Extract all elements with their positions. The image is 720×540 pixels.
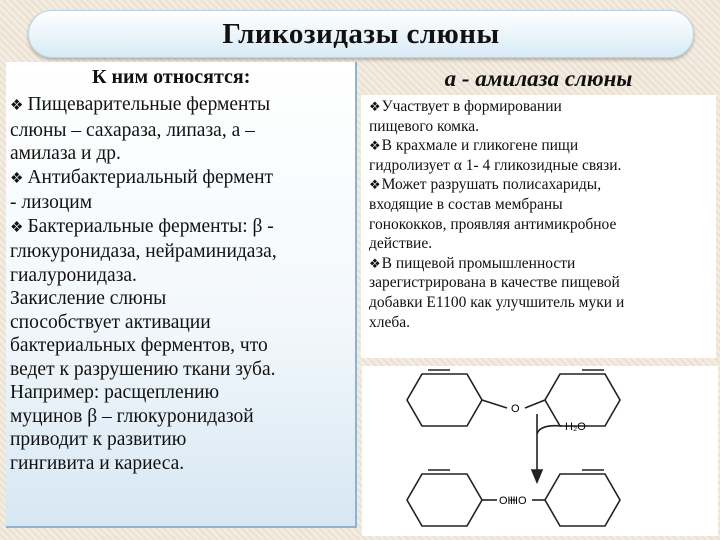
arrow-head — [530, 469, 544, 485]
hydrolysis-svg: O H₂O OH HO — [406, 369, 621, 527]
left-text-line-text: Например: расщеплению — [10, 382, 220, 403]
right-text-line-text: Может разрушать полисахариды, — [381, 176, 602, 194]
left-text-line-text: бактериальных ферментов, что — [10, 335, 268, 356]
right-text-line: ❖Может разрушать полисахариды, — [369, 175, 714, 195]
left-text-line: - лизоцим — [10, 191, 355, 215]
left-text-line-text: гингивита и кариеса. — [10, 452, 185, 474]
title-bar: Гликозидазы слюны — [28, 10, 694, 58]
left-text-line-text: Антибактериальный фермент — [27, 166, 274, 188]
left-text-line-text: Бактериальные ферменты: β - — [27, 215, 274, 237]
bottom-left-ring — [406, 473, 483, 527]
left-text-line: гиалуронидаза. — [10, 264, 355, 288]
right-text-line-text: гидролизует α 1- 4 гликозидные связи. — [369, 156, 622, 174]
left-text-line-text: Закисление слюны — [10, 288, 167, 309]
left-panel: К ним относятся: ❖Пищеварительные фермен… — [6, 62, 357, 528]
left-text-line-text: амилаза и др. — [10, 143, 121, 164]
bullet-icon: ❖ — [369, 138, 381, 154]
left-text-line-text: ведет к разрушению ткани зуба. — [10, 358, 276, 380]
left-text-line: Например: расщеплению — [10, 381, 355, 405]
bullet-icon: ❖ — [369, 99, 381, 114]
slide-title: Гликозидазы слюны — [222, 17, 500, 50]
left-text-line: способствует активации — [10, 311, 355, 335]
product-ho-label: HO — [510, 495, 527, 507]
bullet-icon: ❖ — [10, 98, 24, 114]
right-text-line-text: хлеба. — [369, 313, 411, 331]
right-text-line-text: гонококков, проявляя антимикробное — [369, 215, 617, 233]
right-text-line-text: действие. — [369, 235, 433, 253]
right-text-line-text: пищевого комка. — [369, 117, 480, 135]
left-text-line: ❖Пищеварительные ферменты — [10, 93, 355, 119]
glycosidic-bridge — [481, 399, 546, 409]
hydrolysis-diagram: O H₂O OH HO — [362, 366, 718, 536]
left-text-line-text: приводит к развитию — [10, 429, 187, 450]
right-text-line-text: В пищевой промышленности — [381, 254, 576, 272]
left-text-line: амилаза и др. — [10, 142, 355, 166]
right-text-line: ❖В пищевой промышленности — [369, 254, 714, 274]
right-panel — [361, 95, 716, 358]
bullet-icon: ❖ — [10, 219, 24, 236]
left-text-line-text: гиалуронидаза. — [10, 264, 137, 286]
left-text-line-text: муцинов β – глюкуронидазой — [10, 405, 254, 427]
right-text-line: ❖Участвует в формировании — [369, 97, 714, 117]
left-text-line-text: слюны – сахараза, липаза, а – — [10, 119, 255, 141]
bridge-oxygen-label: O — [511, 403, 520, 415]
left-text-line-text: - лизоцим — [10, 192, 93, 213]
right-text-line-text: добавки Е1100 как улучшитель муки и — [369, 293, 625, 311]
right-text-line: гонококков, проявляя антимикробное — [369, 215, 714, 235]
bullet-icon: ❖ — [369, 177, 381, 193]
left-text-line: ❖Бактериальные ферменты: β - — [10, 215, 355, 241]
top-right-ring — [544, 373, 621, 427]
water-label: H₂O — [565, 421, 586, 433]
product-oh-label: OH — [499, 495, 516, 507]
left-text-line: ведет к разрушению ткани зуба. — [10, 358, 355, 382]
left-heading: К ним относятся: — [92, 66, 251, 88]
right-text-line: гидролизует α 1- 4 гликозидные связи. — [369, 156, 714, 176]
left-text-line: гингивита и кариеса. — [10, 452, 355, 476]
right-text-line: действие. — [369, 234, 714, 254]
right-text-line: пищевого комка. — [369, 117, 714, 137]
right-text-line-text: входящие в состав мембраны — [369, 195, 563, 213]
top-left-ring — [406, 373, 483, 427]
bullet-icon: ❖ — [10, 170, 24, 187]
left-text-line: ❖Антибактериальный фермент — [10, 166, 355, 192]
right-text-line-text: Участвует в формировании — [381, 98, 562, 115]
right-text-line: ❖В крахмале и гликогене пищи — [369, 136, 714, 156]
left-text-line: слюны – сахараза, липаза, а – — [10, 119, 355, 143]
right-text-line: входящие в состав мембраны — [369, 195, 714, 215]
left-text-line: Закисление слюны — [10, 287, 355, 311]
bullet-icon: ❖ — [369, 255, 381, 271]
left-text-line: приводит к развитию — [10, 428, 355, 452]
water-curve — [536, 424, 563, 435]
bottom-right-ring — [544, 473, 621, 527]
left-text-line: бактериальных ферментов, что — [10, 334, 355, 358]
right-text-line: зарегистрирована в качестве пищевой — [369, 273, 714, 293]
left-text-line-text: Пищеварительные ферменты — [27, 94, 271, 115]
right-text-line-text: зарегистрирована в качестве пищевой — [369, 274, 620, 292]
left-text-line: глюкуронидаза, нейраминидаза, — [10, 240, 355, 264]
right-text-line: хлеба. — [369, 313, 714, 333]
left-text-line: муцинов β – глюкуронидазой — [10, 405, 355, 429]
right-text-line: добавки Е1100 как улучшитель муки и — [369, 293, 714, 313]
right-heading: а - амилаза слюны — [444, 66, 633, 91]
left-text-line-text: способствует активации — [10, 311, 211, 333]
right-text-line-text: В крахмале и гликогене пищи — [381, 137, 579, 155]
left-text-line-text: глюкуронидаза, нейраминидаза, — [10, 241, 277, 262]
